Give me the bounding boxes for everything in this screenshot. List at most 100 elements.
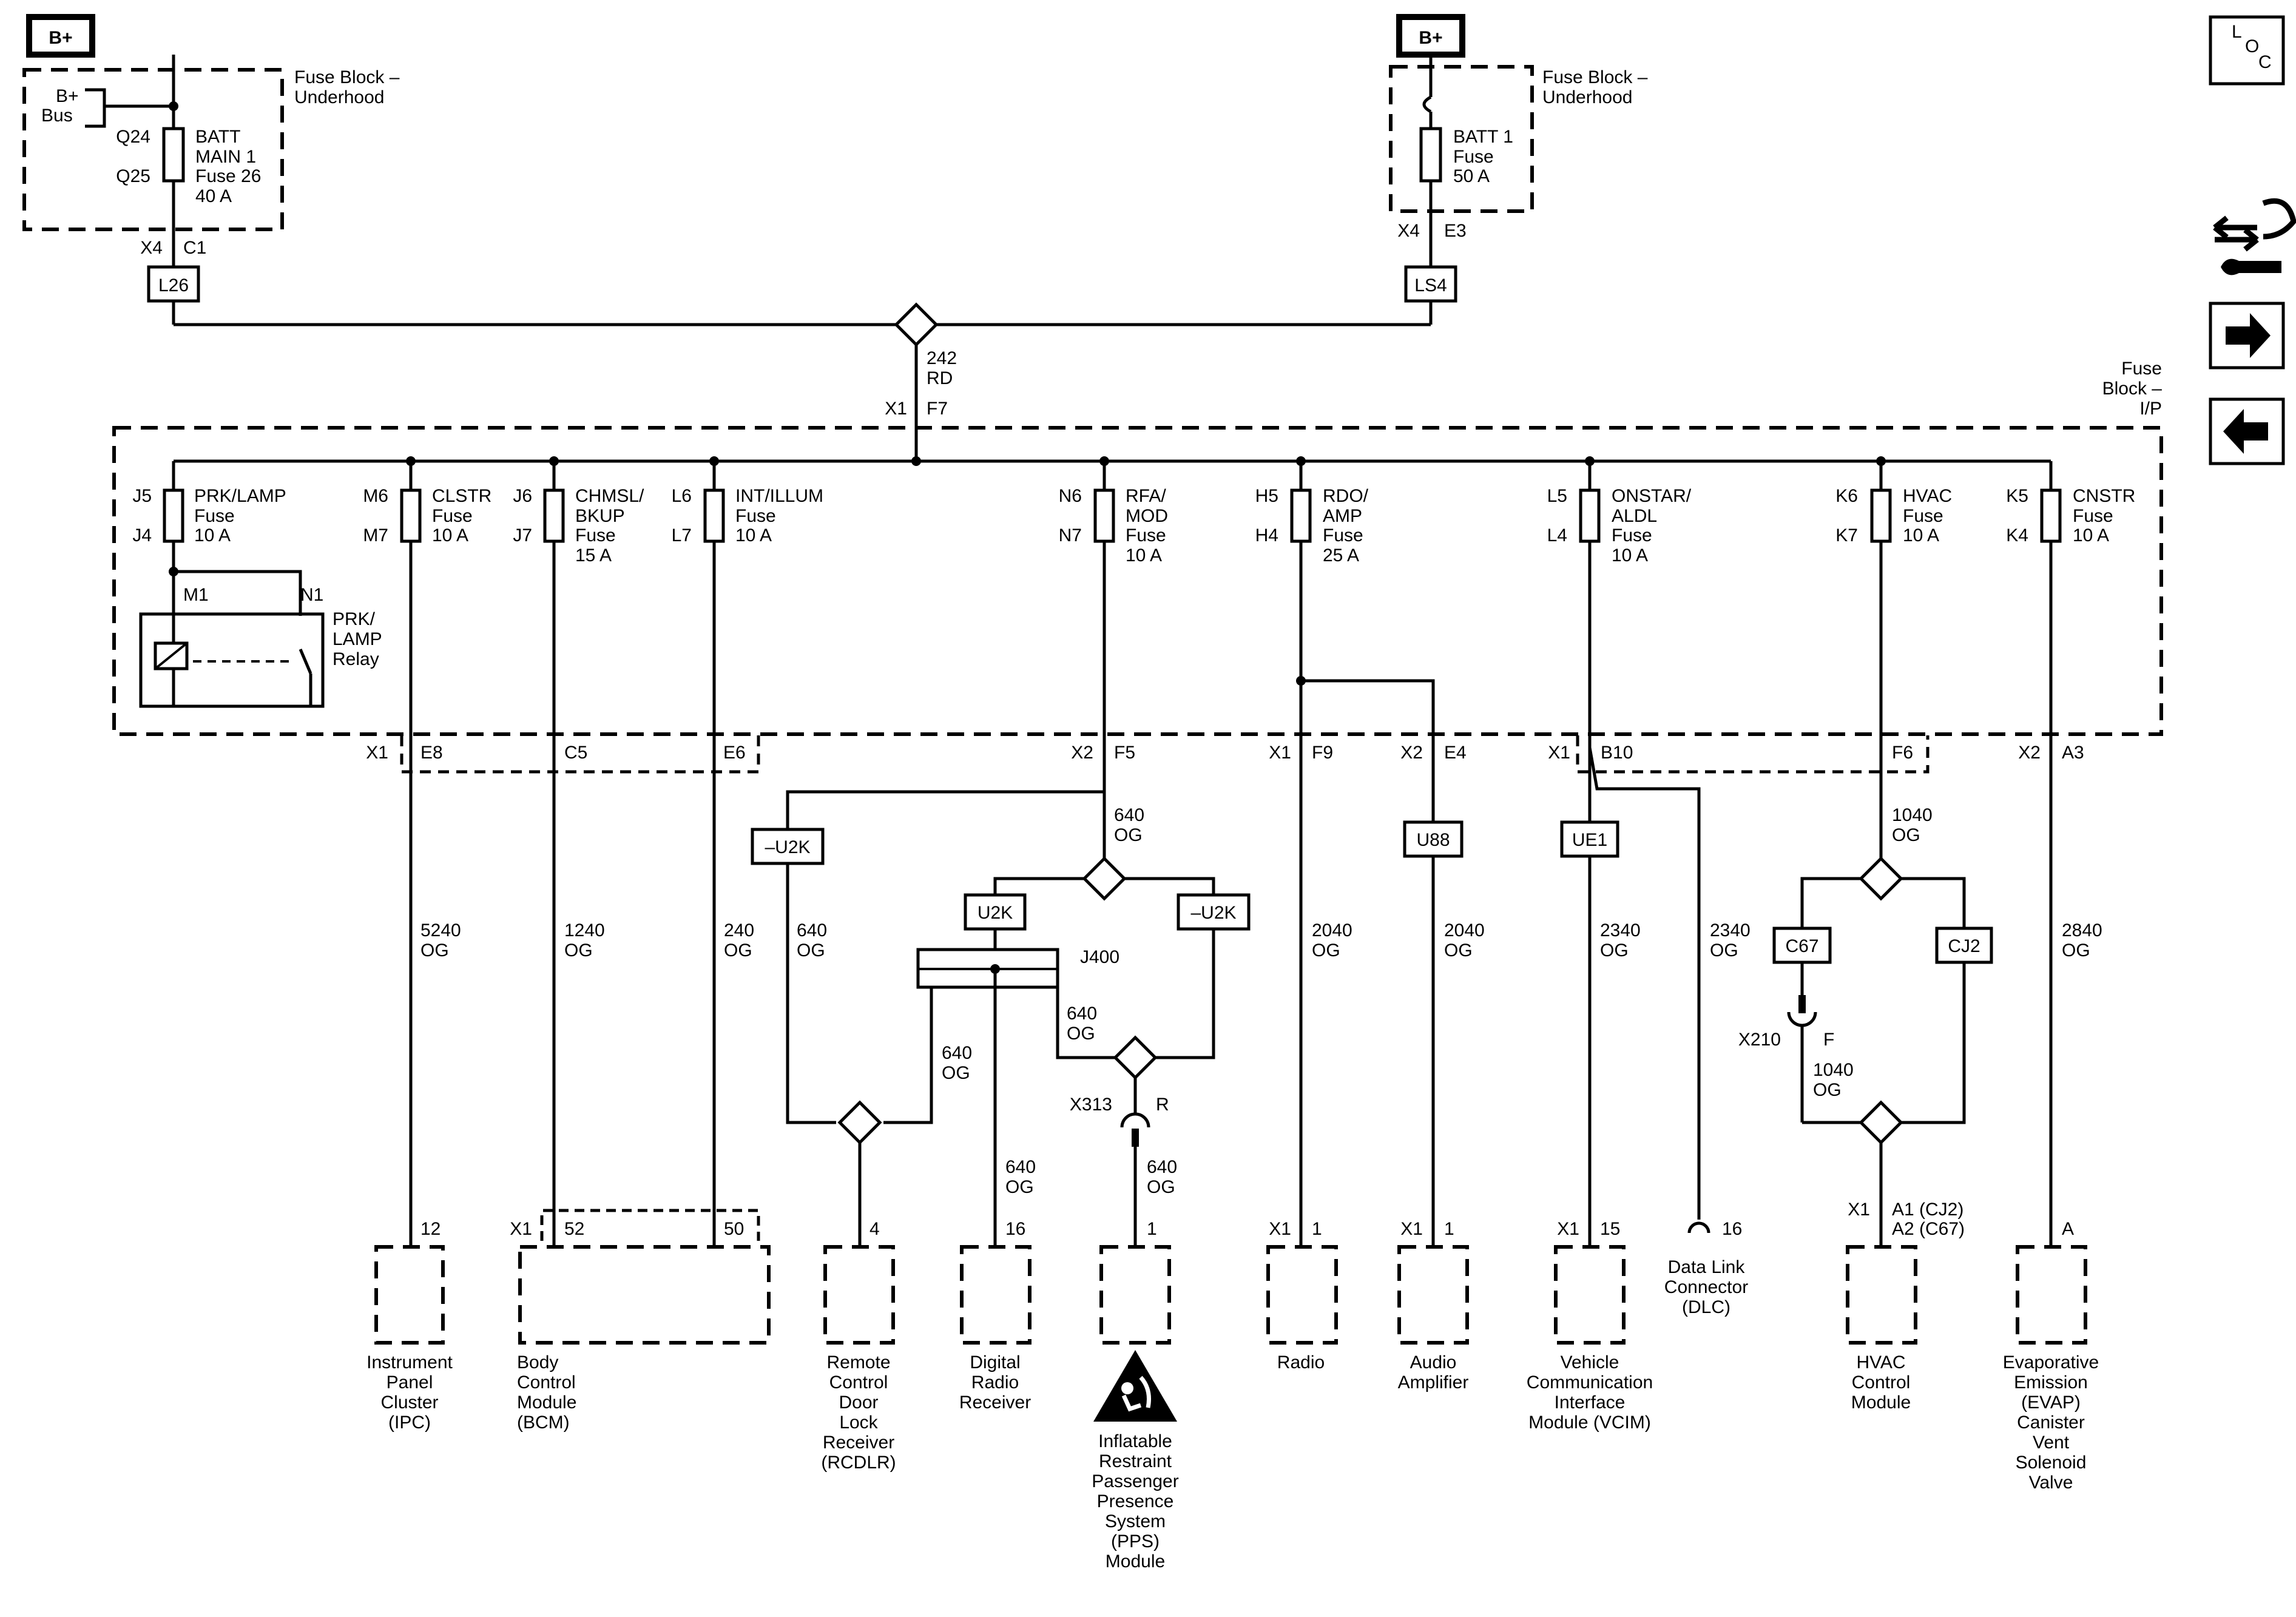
circuit-radio: 2040 OG X1 1 Radio <box>1266 541 1352 1372</box>
svg-text:OG: OG <box>1005 1177 1034 1197</box>
svg-text:C67: C67 <box>1785 936 1818 956</box>
arrow-right-button[interactable] <box>2209 302 2285 370</box>
ip-fuse-block: Fuse Block – I/P J5 J4 PRK/LAMP Fuse 10 … <box>112 359 2163 822</box>
option-u88 <box>1403 820 1464 858</box>
svg-text:OG: OG <box>942 1063 970 1083</box>
svg-text:Radio: Radio <box>1277 1352 1325 1372</box>
svg-text:Radio: Radio <box>971 1372 1019 1393</box>
svg-text:X1: X1 <box>1848 1200 1870 1220</box>
svg-text:Block –: Block – <box>2102 379 2163 399</box>
svg-text:Solenoid: Solenoid <box>2016 1453 2087 1473</box>
svg-text:50 A: 50 A <box>1453 166 1490 186</box>
svg-text:Remote: Remote <box>826 1352 890 1372</box>
underhood-fuse-block-right: B+ Fuse Block – Underhood BATT 1 Fuse 50… <box>1389 14 1648 325</box>
splice-diamond-hvac-bottom <box>1859 1100 1903 1145</box>
svg-text:Q24: Q24 <box>116 127 150 147</box>
svg-text:Data Link: Data Link <box>1668 1257 1746 1277</box>
svg-text:MOD: MOD <box>1126 506 1168 526</box>
svg-text:Fuse: Fuse <box>1323 525 1363 545</box>
svg-text:16: 16 <box>1722 1219 1742 1239</box>
svg-text:640: 640 <box>942 1043 972 1063</box>
option-u2k-right <box>1177 893 1251 931</box>
svg-text:R: R <box>1156 1095 1169 1115</box>
svg-text:25 A: 25 A <box>1323 545 1359 565</box>
underhood-fuse-block-left: B+ Fuse Block – Underhood B+ Bus Q24 Q25… <box>22 14 400 325</box>
svg-text:E8: E8 <box>420 743 443 763</box>
module-ipc <box>374 1245 445 1345</box>
svg-text:Relay: Relay <box>333 649 379 669</box>
svg-text:Fuse: Fuse <box>2121 359 2162 379</box>
svg-text:Interface: Interface <box>1555 1393 1626 1413</box>
svg-text:OG: OG <box>1114 825 1143 845</box>
svg-text:Passenger: Passenger <box>1092 1471 1178 1491</box>
svg-text:1040: 1040 <box>1813 1060 1854 1080</box>
svg-text:Fuse 26: Fuse 26 <box>195 166 261 186</box>
connector-tools-icon[interactable] <box>2213 198 2296 275</box>
svg-text:(DLC): (DLC) <box>1682 1297 1730 1317</box>
svg-text:Fuse: Fuse <box>1453 147 1494 167</box>
arrow-left-icon <box>2223 409 2268 454</box>
ip-exit-connectors: X1 E8 C5 E6 X2 F5 X1 F9 X2 E4 X1 B10 F6 … <box>366 735 2084 774</box>
svg-text:ONSTAR/: ONSTAR/ <box>1612 486 1692 506</box>
splice-diamond-main <box>894 302 939 347</box>
option-cj2 <box>1935 927 1993 964</box>
svg-text:PRK/: PRK/ <box>333 609 376 629</box>
svg-text:Communication: Communication <box>1527 1372 1653 1393</box>
svg-text:L: L <box>2232 22 2242 42</box>
svg-text:10 A: 10 A <box>735 525 772 545</box>
svg-text:15 A: 15 A <box>575 545 612 565</box>
svg-text:Instrument: Instrument <box>366 1352 453 1372</box>
svg-text:J4: J4 <box>132 525 152 545</box>
svg-text:Underhood: Underhood <box>1542 87 1632 107</box>
inline-connector-x210 <box>1787 1011 1817 1027</box>
svg-text:X2: X2 <box>1071 743 1093 763</box>
svg-text:System: System <box>1105 1511 1166 1531</box>
svg-text:640: 640 <box>1005 1157 1036 1177</box>
svg-text:52: 52 <box>564 1219 584 1239</box>
svg-text:Lock: Lock <box>839 1413 878 1433</box>
svg-text:K7: K7 <box>1835 525 1858 545</box>
airbag-warning-icon <box>1093 1350 1177 1422</box>
svg-text:640: 640 <box>1114 805 1144 825</box>
svg-text:Control: Control <box>1852 1372 1911 1393</box>
svg-text:H5: H5 <box>1255 486 1278 506</box>
module-vcim <box>1554 1245 1626 1345</box>
module-rcdlr <box>823 1245 895 1345</box>
fuse-chmsl-bkup: J6 J7 CHMSL/ BKUP Fuse 15 A <box>513 461 644 565</box>
svg-text:X313: X313 <box>1070 1095 1112 1115</box>
svg-text:16: 16 <box>1005 1219 1025 1239</box>
svg-text:Cluster: Cluster <box>380 1393 438 1413</box>
fuse-clstr: M6 M7 CLSTR Fuse 10 A <box>363 461 491 545</box>
svg-text:C1: C1 <box>183 238 206 258</box>
svg-text:M6: M6 <box>363 486 388 506</box>
svg-text:RFA/: RFA/ <box>1126 486 1166 506</box>
svg-text:1: 1 <box>1312 1219 1322 1239</box>
svg-text:Amplifier: Amplifier <box>1398 1372 1469 1393</box>
svg-text:15: 15 <box>1600 1219 1620 1239</box>
svg-text:2340: 2340 <box>1600 920 1641 940</box>
svg-text:Module (VCIM): Module (VCIM) <box>1528 1413 1651 1433</box>
splice-ls4 <box>1404 265 1457 303</box>
svg-text:OG: OG <box>2062 940 2090 960</box>
svg-text:1040: 1040 <box>1892 805 1933 825</box>
svg-text:Vehicle: Vehicle <box>1561 1352 1619 1372</box>
fuse-int-illum: L6 L7 INT/ILLUM Fuse 10 A <box>672 461 823 545</box>
dlc-terminal <box>1687 1221 1710 1234</box>
loc-button[interactable]: L O C <box>2209 15 2285 86</box>
svg-text:10 A: 10 A <box>1903 525 1939 545</box>
svg-text:X210: X210 <box>1738 1030 1781 1050</box>
splice-diamond-hvac-top <box>1859 856 1903 901</box>
arrow-left-button[interactable] <box>2209 397 2285 465</box>
svg-text:10 A: 10 A <box>1612 545 1648 565</box>
svg-text:640: 640 <box>1067 1004 1097 1024</box>
fuse-hvac: K6 K7 HVAC Fuse 10 A <box>1835 461 1952 545</box>
svg-text:Receiver: Receiver <box>959 1393 1031 1413</box>
svg-text:HVAC: HVAC <box>1856 1352 1905 1372</box>
battery-label-right: B+ <box>1419 28 1442 48</box>
svg-text:Fuse Block –: Fuse Block – <box>1542 67 1648 87</box>
svg-text:X4: X4 <box>1397 221 1420 241</box>
svg-text:OG: OG <box>1444 940 1473 960</box>
svg-text:K4: K4 <box>2006 525 2028 545</box>
svg-text:N7: N7 <box>1059 525 1082 545</box>
